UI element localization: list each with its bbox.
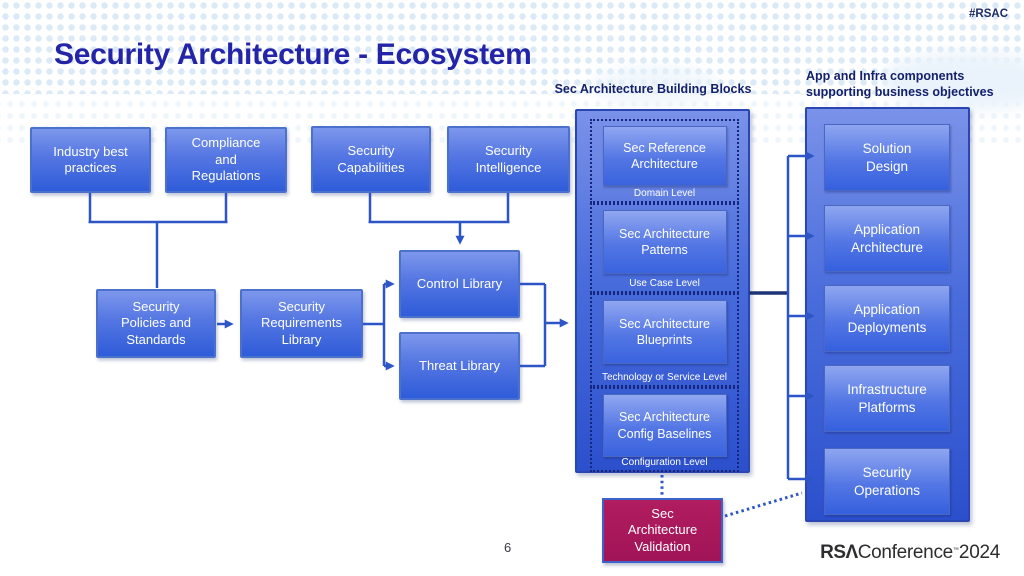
diagram-box-application-architecture: Application Architecture xyxy=(824,205,950,272)
slide-title: Security Architecture - Ecosystem xyxy=(54,38,532,71)
rsa-conference-logo: RSΛConference™2024 xyxy=(820,542,1000,564)
diagram-box-infrastructure-platforms: Infrastructure Platforms xyxy=(824,365,950,432)
diagram-box-security-requirements-library: Security Requirements Library xyxy=(240,289,363,358)
diagram-box-security-policies-standards: Security Policies and Standards xyxy=(96,289,216,358)
dot-pattern-decoration xyxy=(0,0,1024,94)
logo-conference: Conference xyxy=(857,542,954,563)
logo-trademark: ™ xyxy=(952,547,959,554)
building-block-use-case-level-section: Sec Architecture Patterns Use Case Level xyxy=(590,203,739,293)
technology-service-level-label: Technology or Service Level xyxy=(601,372,728,383)
diagram-box-sec-architecture-blueprints: Sec Architecture Blueprints xyxy=(602,300,727,364)
diagram-box-compliance-and-regulations: Compliance and Regulations xyxy=(165,127,287,193)
diagram-box-application-deployments: Application Deployments xyxy=(824,285,950,352)
app-infra-header-line1: App and Infra components xyxy=(806,69,965,83)
app-infra-header: App and Infra components supporting busi… xyxy=(806,69,1021,100)
building-block-technology-level-section: Sec Architecture Blueprints Technology o… xyxy=(590,293,739,387)
building-block-domain-level-section: Sec Reference Architecture Domain Level xyxy=(590,119,739,203)
diagram-box-industry-best-practices: Industry best practices xyxy=(30,127,151,193)
app-infra-panel: Solution Design Application Architecture… xyxy=(805,107,970,522)
diagram-box-sec-architecture-validation: Sec Architecture Validation xyxy=(602,498,723,563)
use-case-level-label: Use Case Level xyxy=(629,278,700,289)
building-blocks-header: Sec Architecture Building Blocks xyxy=(554,82,752,96)
diagram-box-solution-design: Solution Design xyxy=(824,124,950,191)
diagram-box-sec-architecture-config-baselines: Sec Architecture Config Baselines xyxy=(602,394,727,457)
building-block-configuration-level-section: Sec Architecture Config Baselines Config… xyxy=(590,387,739,472)
diagram-box-security-intelligence: Security Intelligence xyxy=(447,126,570,193)
diagram-box-sec-architecture-patterns: Sec Architecture Patterns xyxy=(602,210,727,274)
building-blocks-panel: Sec Reference Architecture Domain Level … xyxy=(575,109,750,473)
diagram-box-sec-reference-architecture: Sec Reference Architecture xyxy=(602,126,727,186)
cloud-decoration xyxy=(880,52,1024,110)
configuration-level-label: Configuration Level xyxy=(621,457,708,468)
domain-level-label: Domain Level xyxy=(633,188,696,199)
diagram-box-security-operations: Security Operations xyxy=(824,448,950,515)
diagram-box-security-capabilities: Security Capabilities xyxy=(311,126,431,193)
cloud-decoration xyxy=(590,66,720,106)
app-infra-header-line2: supporting business objectives xyxy=(806,84,994,99)
diagram-box-threat-library: Threat Library xyxy=(399,332,520,400)
page-number: 6 xyxy=(504,540,512,555)
logo-rsa: RSΛ xyxy=(820,542,858,563)
diagram-box-control-library: Control Library xyxy=(399,250,520,318)
rsac-hashtag: #RSAC xyxy=(969,8,1008,20)
logo-year: 2024 xyxy=(958,542,1000,563)
